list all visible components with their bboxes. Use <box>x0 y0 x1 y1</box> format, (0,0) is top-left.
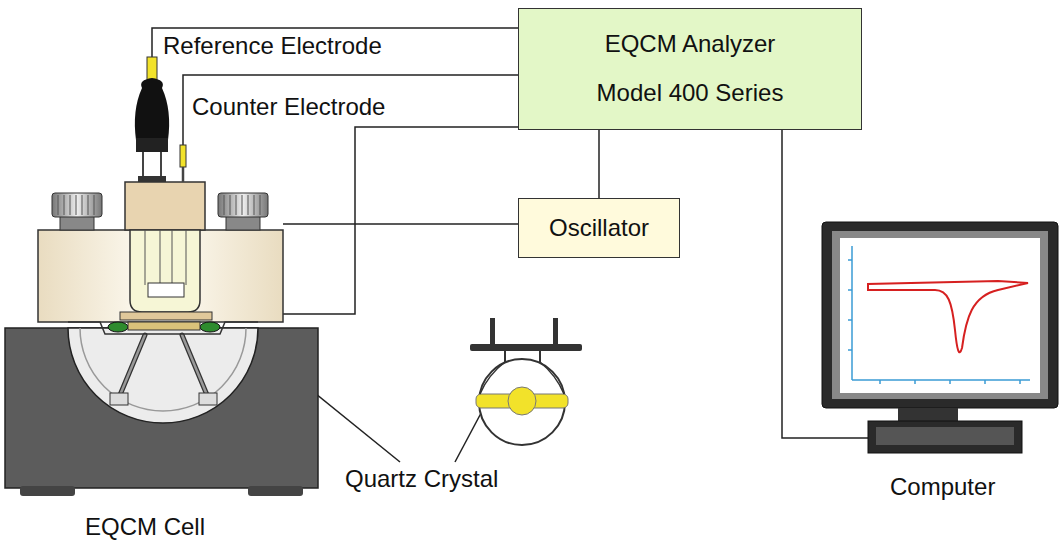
reference-electrode <box>135 57 169 182</box>
counter-electrode <box>180 145 186 182</box>
electrode-label: Reference Electrode <box>163 33 382 59</box>
electrode-label: Counter Electrode <box>192 94 385 120</box>
process-box: Oscillator <box>518 198 680 258</box>
box-text: Model 400 Series <box>597 80 784 106</box>
computer <box>822 222 1058 453</box>
cell-stand <box>5 328 318 496</box>
part-label: Computer <box>890 474 995 500</box>
quartz-crystal-holder <box>470 318 582 445</box>
analyzer-box: EQCM AnalyzerModel 400 Series <box>518 8 862 130</box>
cell-body <box>38 182 283 334</box>
signal-wire <box>598 130 600 198</box>
box-text: EQCM Analyzer <box>605 31 776 57</box>
box-text: Oscillator <box>549 215 649 241</box>
part-label: Quartz Crystal <box>345 466 498 492</box>
part-label: EQCM Cell <box>85 514 205 540</box>
